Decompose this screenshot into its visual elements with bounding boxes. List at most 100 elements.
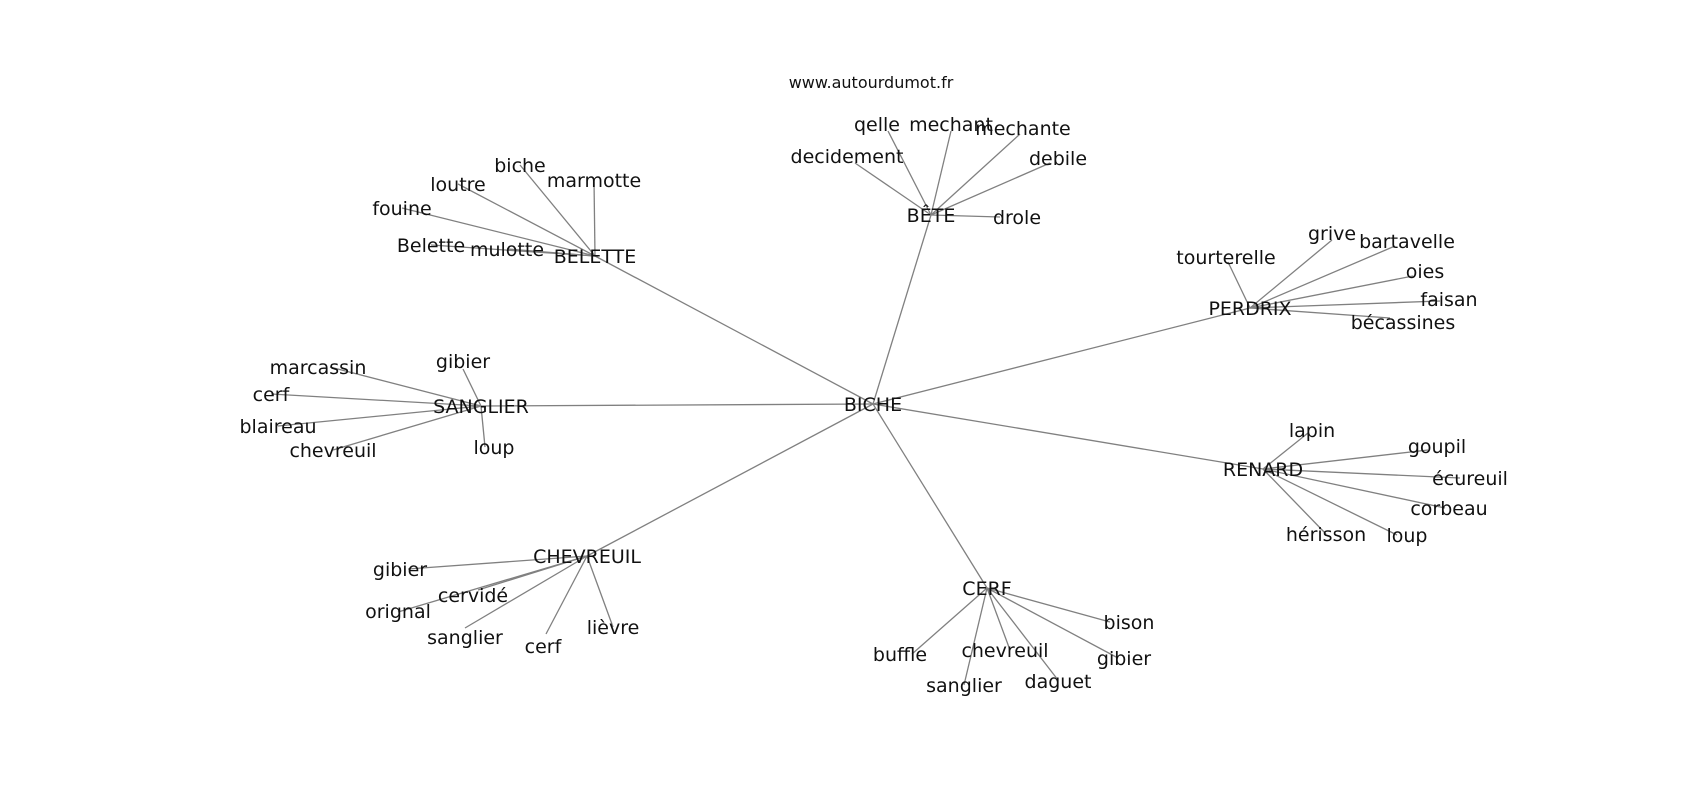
leaf-node-label: gibier (436, 351, 490, 373)
edge-hub-child (986, 587, 1111, 623)
edge-hub-child (930, 133, 1021, 216)
leaf-node-label: lapin (1289, 420, 1335, 442)
hub-node-label: CERF (962, 578, 1011, 600)
edge-hub-child (887, 130, 932, 216)
leaf-node-label: tourterelle (1176, 247, 1275, 269)
edge-hub-child (1249, 245, 1396, 309)
leaf-node-label: lièvre (587, 617, 640, 639)
leaf-node-label: bison (1104, 612, 1155, 634)
leaf-node-label: drole (993, 207, 1041, 229)
leaf-node-label: biche (494, 155, 546, 177)
edge-center-hub (872, 403, 1264, 470)
leaf-node-label: daguet (1025, 671, 1092, 693)
edge-hub-child (854, 162, 932, 216)
edge-center-hub (872, 214, 932, 405)
edge-hub-child (270, 393, 482, 407)
leaf-node-label: sanglier (926, 675, 1002, 697)
edge-hub-child (1249, 307, 1391, 319)
hub-node-label: RENARD (1223, 459, 1303, 481)
edge-hub-child (986, 587, 1059, 681)
edge-hub-child (462, 368, 482, 407)
edge-center-hub (594, 255, 874, 405)
leaf-node-label: qelle (854, 114, 900, 136)
edge-hub-child (930, 130, 952, 216)
leaf-node-label: gibier (1097, 648, 1151, 670)
edge-hub-child (586, 555, 614, 628)
edge-hub-child (329, 366, 482, 407)
leaf-node-label: mechant (909, 114, 993, 136)
leaf-node-label: orignal (365, 601, 431, 623)
edge-hub-child (930, 162, 1051, 216)
leaf-node-label: loutre (430, 174, 485, 196)
leaf-node-label: chevreuil (961, 640, 1048, 662)
hub-node-label: BÊTE (907, 204, 956, 227)
edge-hub-child (911, 587, 988, 655)
leaf-node-label: marcassin (270, 357, 367, 379)
leaf-node-label: écureuil (1432, 468, 1508, 490)
leaf-node-label: mechante (975, 118, 1071, 140)
edge-hub-child (277, 405, 482, 427)
hub-node-label: BELETTE (554, 246, 637, 268)
leaf-node-label: marmotte (547, 170, 641, 192)
edge-hub-child (1262, 449, 1429, 470)
edge-hub-child (1249, 275, 1414, 309)
hub-node-label: SANGLIER (433, 396, 529, 418)
leaf-node-label: sanglier (427, 627, 503, 649)
edge-hub-child (963, 587, 988, 686)
edge-hub-child (930, 214, 1001, 218)
leaf-node-label: cerf (253, 384, 291, 406)
leaf-node-label: corbeau (1410, 498, 1487, 520)
leaf-node-label: hérisson (1286, 524, 1366, 546)
edge-hub-child (506, 248, 596, 257)
leaf-node-label: oies (1406, 261, 1445, 283)
edge-hub-child (397, 555, 588, 613)
source-watermark: www.autourdumot.fr (789, 73, 954, 92)
graph-labels: www.autourdumot.fr BICHE BELETTE biche lout… (239, 73, 1507, 697)
leaf-node-label: cerf (525, 636, 563, 658)
leaf-node-label: bécassines (1351, 312, 1456, 334)
edge-hub-child (464, 555, 588, 629)
edge-center-hub (872, 403, 988, 589)
center-node-label: BICHE (844, 394, 902, 416)
leaf-node-label: decidement (791, 146, 904, 168)
edge-hub-child (480, 405, 486, 448)
leaf-node-label: goupil (1408, 436, 1466, 458)
edge-hub-child (1262, 468, 1461, 479)
edge-hub-child (545, 555, 588, 635)
edge-center-hub (872, 307, 1251, 405)
edge-hub-child (457, 183, 596, 257)
edge-hub-child (1262, 468, 1327, 535)
leaf-node-label: gibier (373, 559, 427, 581)
leaf-node-label: bartavelle (1359, 231, 1455, 253)
edge-hub-child (407, 555, 588, 570)
edge-hub-child (593, 179, 596, 257)
edge-hub-child (519, 164, 596, 257)
leaf-node-label: debile (1029, 148, 1087, 170)
leaf-node-label: fouine (372, 198, 431, 220)
leaf-node-label: faisan (1420, 289, 1477, 311)
edge-hub-child (986, 587, 1011, 651)
edge-hub-child (1262, 432, 1309, 470)
hub-node-label: PERDRIX (1208, 298, 1291, 320)
edge-center-hub (586, 403, 874, 557)
leaf-node-label: cervidé (438, 585, 508, 607)
graph-edges (270, 130, 1461, 686)
hub-node-label: CHEVREUIL (533, 546, 641, 568)
edge-hub-child (1262, 468, 1446, 509)
leaf-node-label: buffle (873, 644, 927, 666)
leaf-node-label: blaireau (239, 416, 316, 438)
edge-center-hub (480, 403, 874, 407)
edge-hub-child (1249, 300, 1441, 309)
edge-hub-child (332, 405, 482, 451)
leaf-node-label: grive (1308, 223, 1356, 245)
leaf-node-label: Belette (397, 235, 465, 257)
edge-hub-child (1262, 468, 1398, 536)
edge-hub-child (1249, 239, 1333, 309)
edge-hub-child (986, 587, 1119, 659)
leaf-node-label: loup (1386, 525, 1427, 547)
edge-hub-child (1227, 261, 1251, 309)
leaf-node-label: loup (473, 437, 514, 459)
leaf-node-label: mulotte (470, 239, 544, 261)
leaf-node-label: chevreuil (289, 440, 376, 462)
